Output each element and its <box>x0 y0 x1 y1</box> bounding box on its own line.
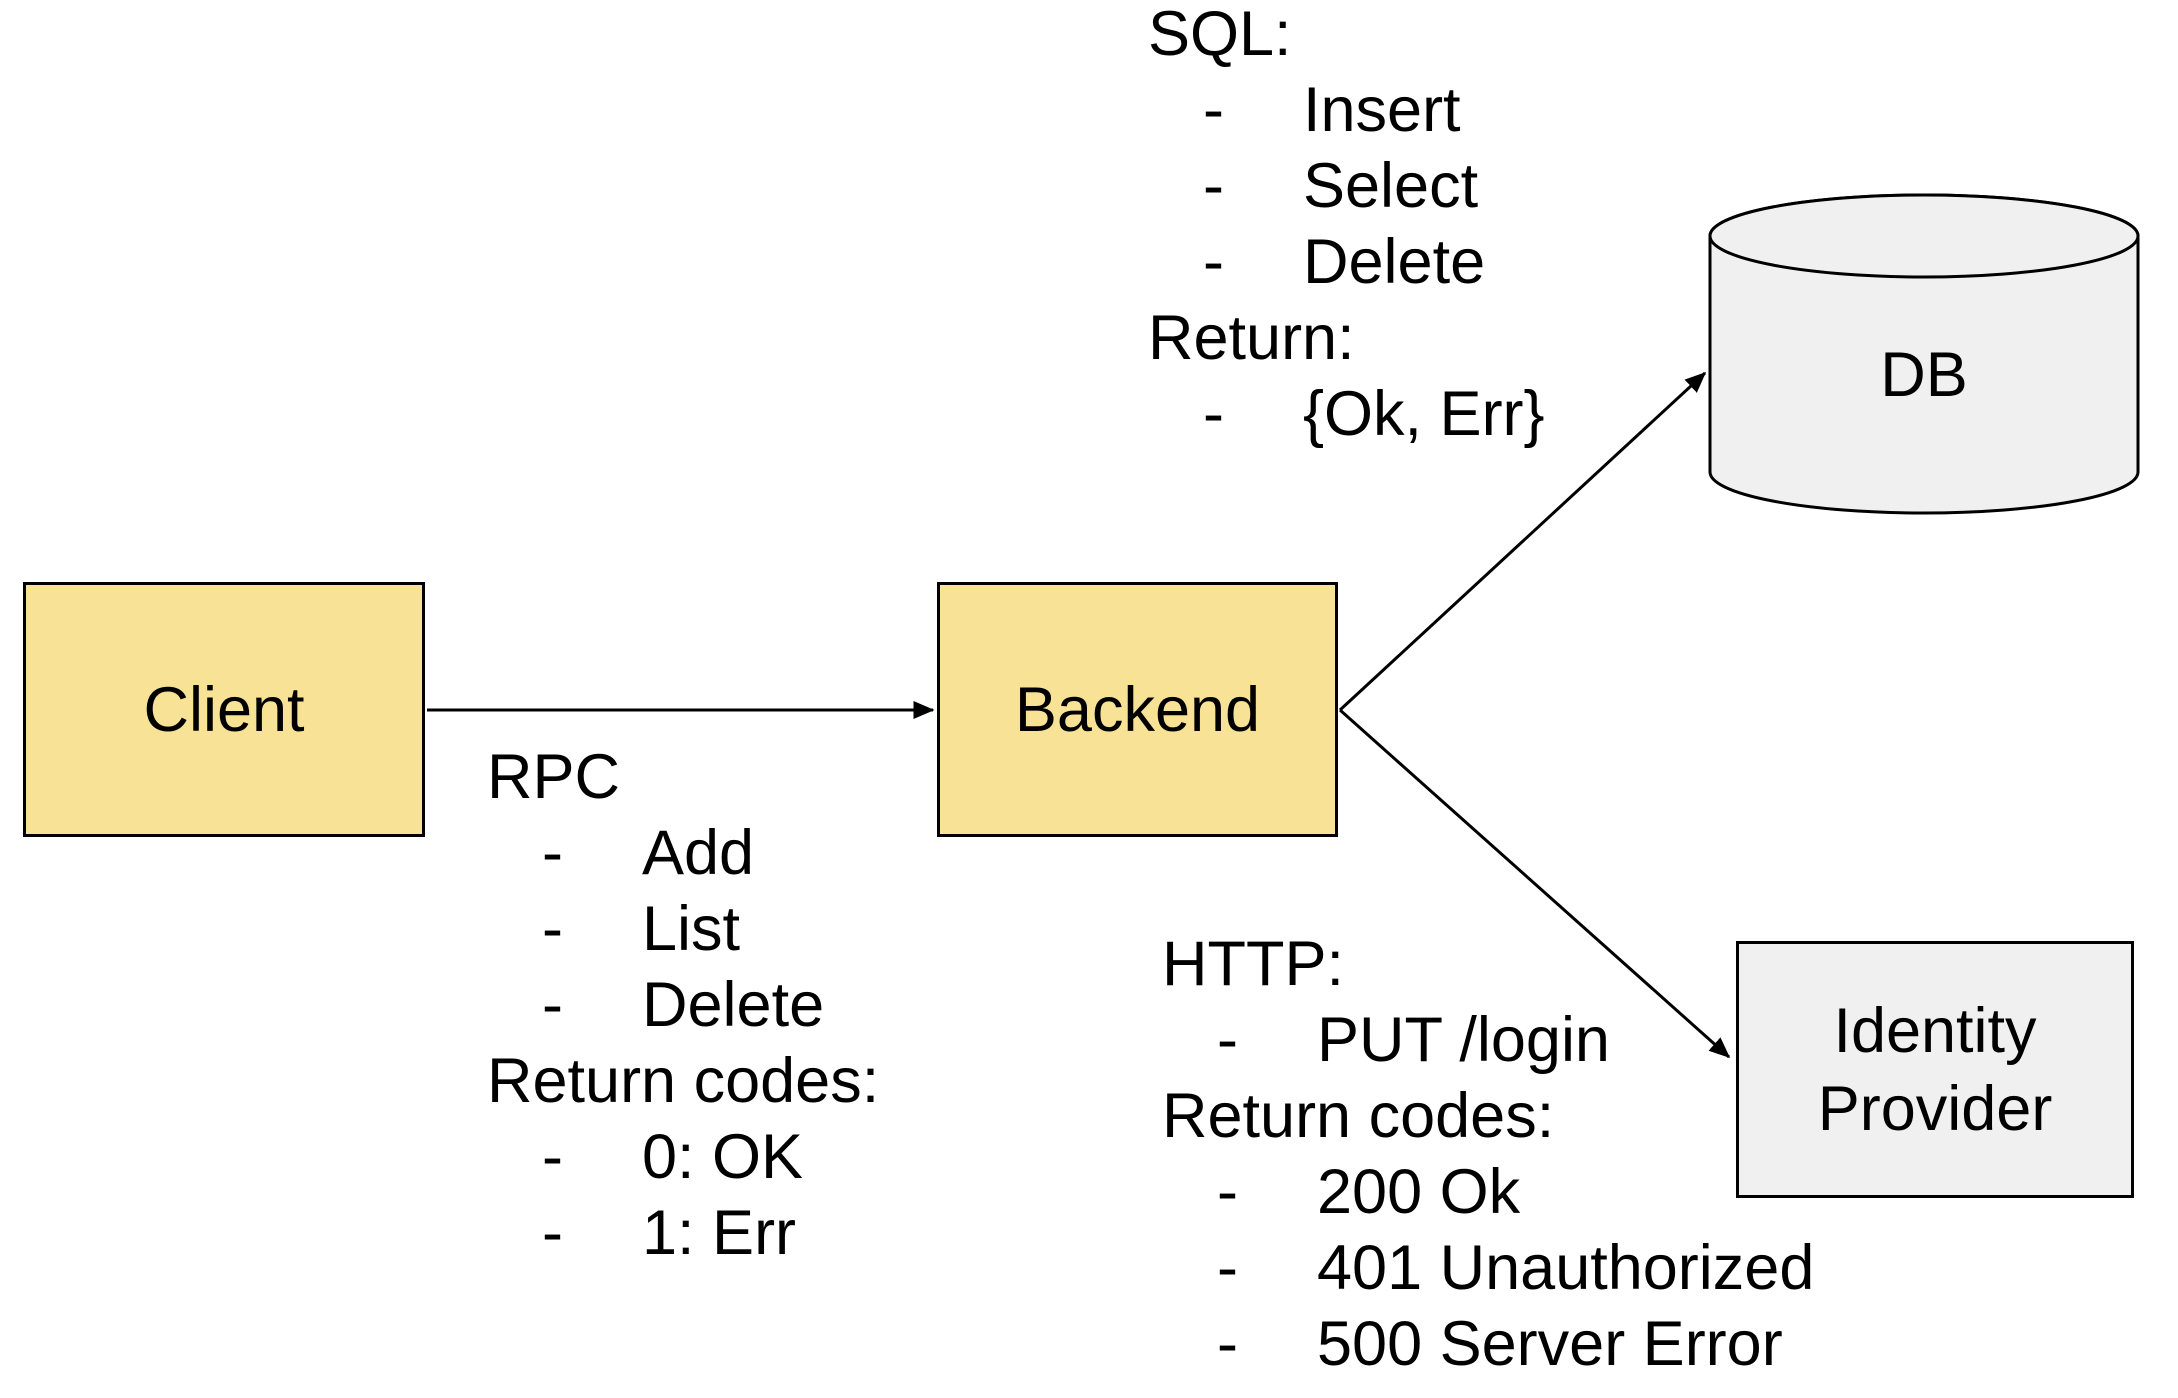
annotation-text: Return codes: <box>487 1046 880 1116</box>
bullet-dash: - <box>542 1122 563 1192</box>
bullet-dash: - <box>1217 1233 1238 1303</box>
annotation-text: 200 Ok <box>1317 1157 1521 1227</box>
annotation-text: Return: <box>1148 303 1355 373</box>
bullet-dash: - <box>1217 1005 1238 1075</box>
identity-provider-label: Identity Provider <box>1817 995 2053 1144</box>
bullet-dash: - <box>1203 75 1224 145</box>
bullet-dash: - <box>1203 379 1224 449</box>
annotation-text: Delete <box>1303 227 1486 297</box>
annotation-text: 0: OK <box>642 1122 804 1192</box>
bullet-dash: - <box>542 818 563 888</box>
annotation-line: - Insert <box>1148 72 1545 148</box>
annotation-line: - Add <box>487 815 879 891</box>
db-cylinder-top <box>1708 193 2140 279</box>
annotation-sql: SQL: - Insert - Select - Delete Return: … <box>1148 0 1545 452</box>
bullet-dash: - <box>1203 151 1224 221</box>
annotation-rpc: RPC - Add - List - Delete Return codes: … <box>487 739 879 1271</box>
annotation-line: Return codes: <box>1162 1078 1814 1154</box>
annotation-text: List <box>642 894 741 964</box>
annotation-text: RPC <box>487 742 621 812</box>
annotation-text: Add <box>642 818 755 888</box>
annotation-line: - Delete <box>487 967 879 1043</box>
annotation-line: HTTP: <box>1162 926 1814 1002</box>
annotation-text: Select <box>1303 151 1479 221</box>
node-client: Client <box>23 582 425 837</box>
annotation-line: Return codes: <box>487 1043 879 1119</box>
bullet-dash: - <box>542 1198 563 1268</box>
db-label: DB <box>1880 340 1968 410</box>
annotation-line: - List <box>487 891 879 967</box>
annotation-text: 500 Server Error <box>1317 1309 1783 1379</box>
edge-backend-idp <box>1339 708 1731 1059</box>
annotation-line: - 200 Ok <box>1162 1154 1814 1230</box>
node-identity-provider: Identity Provider <box>1736 941 2134 1198</box>
bullet-dash: - <box>542 970 563 1040</box>
annotation-text: Insert <box>1303 75 1461 145</box>
annotation-text: {Ok, Err} <box>1303 379 1545 449</box>
bullet-dash: - <box>542 894 563 964</box>
annotation-line: RPC <box>487 739 879 815</box>
annotation-line: - Delete <box>1148 224 1545 300</box>
node-backend: Backend <box>937 582 1338 837</box>
edge-backend-db <box>1338 371 1707 712</box>
annotation-text: Delete <box>642 970 825 1040</box>
annotation-text: 1: Err <box>642 1198 797 1268</box>
db-cylinder <box>1708 193 2140 515</box>
annotation-text: HTTP: <box>1162 929 1344 999</box>
bullet-dash: - <box>1217 1157 1238 1227</box>
annotation-line: - 0: OK <box>487 1119 879 1195</box>
annotation-http: HTTP: - PUT /login Return codes: - 200 O… <box>1162 926 1814 1382</box>
annotation-line: - Select <box>1148 148 1545 224</box>
backend-label: Backend <box>1014 674 1261 745</box>
annotation-line: - 500 Server Error <box>1162 1306 1814 1382</box>
annotation-line: Return: <box>1148 300 1545 376</box>
annotation-line: - 1: Err <box>487 1195 879 1271</box>
bullet-dash: - <box>1203 227 1224 297</box>
annotation-text: 401 Unauthorized <box>1317 1233 1815 1303</box>
annotation-line: - 401 Unauthorized <box>1162 1230 1814 1306</box>
annotation-text: Return codes: <box>1162 1081 1555 1151</box>
bullet-dash: - <box>1217 1309 1238 1379</box>
annotation-text: SQL: <box>1148 0 1292 69</box>
annotation-line: - PUT /login <box>1162 1002 1814 1078</box>
client-label: Client <box>143 674 305 745</box>
annotation-line: - {Ok, Err} <box>1148 376 1545 452</box>
annotation-text: PUT /login <box>1317 1005 1610 1075</box>
annotation-line: SQL: <box>1148 0 1545 72</box>
